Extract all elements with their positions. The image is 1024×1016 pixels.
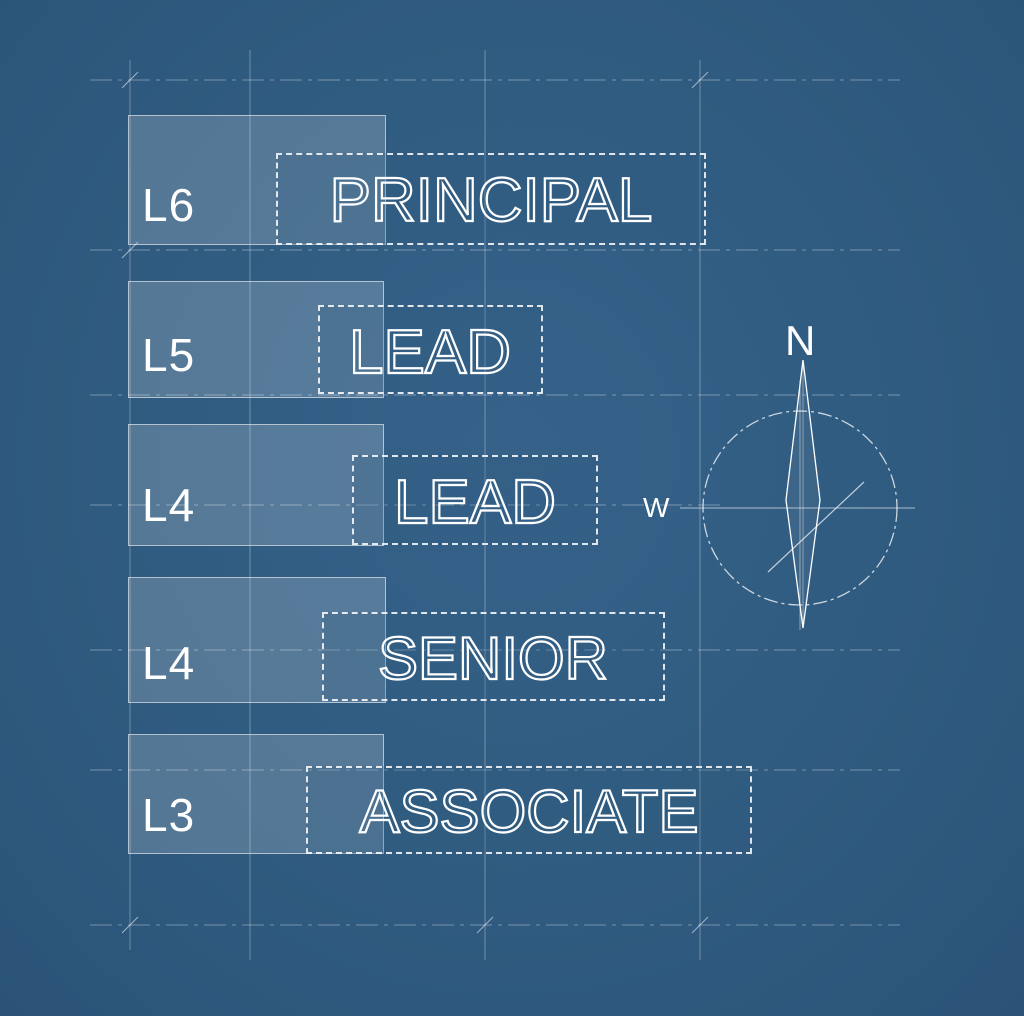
title-box-associate [306,766,752,854]
level-code-l5: L5 [142,329,196,381]
title-senior-text: SENIOR [378,625,608,692]
compass-rose-icon [680,360,915,630]
title-box-senior [322,612,665,701]
compass-west-label: W [643,492,670,523]
level-block-l6 [128,115,386,245]
title-box-principal [276,153,706,245]
title-box-lead-l4 [352,455,598,545]
title-lead-l4: LEAD [393,467,557,538]
title-lead-l5-text: LEAD [349,318,511,387]
title-associate-text: ASSOCIATE [360,778,699,845]
level-code-l4-senior: L4 [142,637,196,689]
title-senior: SENIOR [377,624,609,693]
level-code-l4-lead: L4 [142,479,196,531]
title-lead-l4-text: LEAD [394,468,556,537]
title-lead-l5: LEAD [348,317,512,388]
title-principal: PRINCIPAL [329,165,654,236]
level-code-l6: L6 [142,179,196,231]
title-box-lead-l5 [318,305,543,394]
level-code-l3: L3 [142,789,196,841]
title-principal-text: PRINCIPAL [330,166,653,235]
level-block-l4-lead [128,424,384,546]
title-associate: ASSOCIATE [358,777,699,846]
level-block-l4-senior [128,577,386,703]
level-block-l3 [128,734,384,854]
compass-north-label: N [785,317,816,364]
level-block-l5 [128,281,384,398]
